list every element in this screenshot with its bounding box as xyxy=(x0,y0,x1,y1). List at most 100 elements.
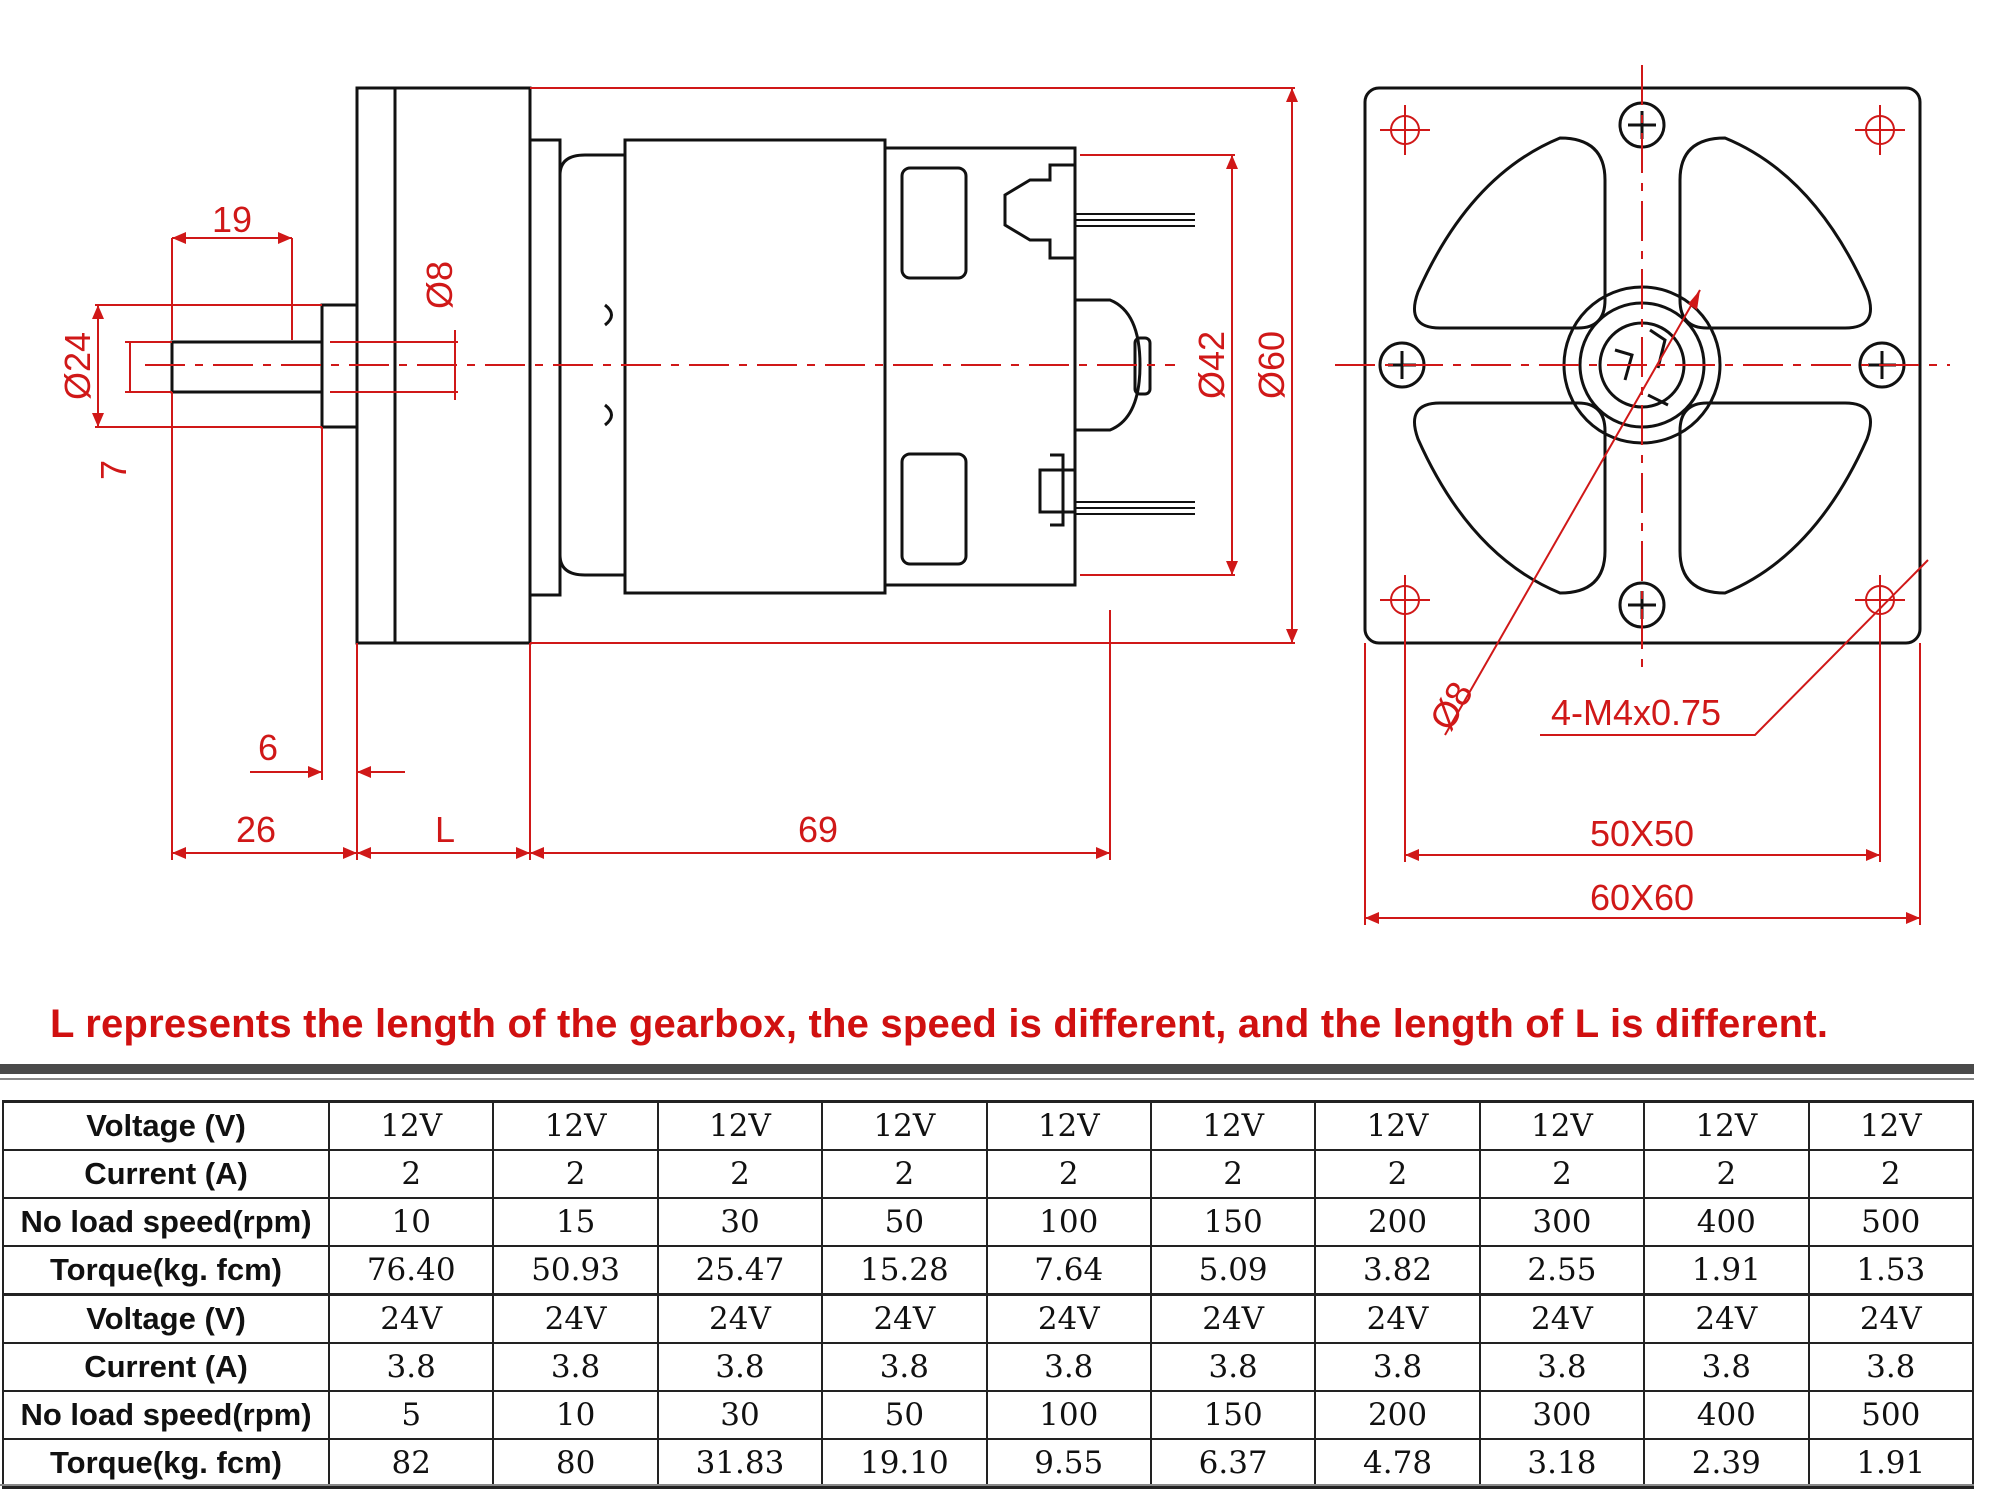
spec-cell: 5 xyxy=(327,1391,495,1440)
motor-can xyxy=(623,138,887,595)
spec-cell: 2 xyxy=(1149,1150,1317,1199)
window-top-right xyxy=(1678,136,1872,330)
spec-cell: 3.8 xyxy=(327,1343,495,1392)
spec-cell: 100 xyxy=(985,1198,1152,1247)
spec-cell: 12V xyxy=(1478,1100,1646,1151)
dim-front-length: 26 xyxy=(236,809,276,850)
spec-cell: 300 xyxy=(1478,1391,1646,1440)
end-cap-window-top xyxy=(900,166,968,280)
spec-row-label: Torque(kg. fcm) xyxy=(2,1439,330,1489)
spec-cell: 12V xyxy=(327,1100,495,1151)
rear-bearing-bump xyxy=(1075,298,1142,432)
spec-row-label: Current (A) xyxy=(2,1150,330,1199)
dim-hole-spacing: 50X50 xyxy=(1590,813,1694,854)
spec-cell: 2 xyxy=(1643,1150,1810,1199)
spec-cell: 300 xyxy=(1478,1198,1646,1247)
spec-cell: 9.55 xyxy=(985,1439,1152,1489)
spec-cell: 15 xyxy=(492,1198,659,1247)
spec-cell: 10 xyxy=(327,1198,495,1247)
spec-cell: 10 xyxy=(492,1391,659,1440)
dim-thread: 4-M4x0.75 xyxy=(1551,692,1721,733)
spec-cell: 2 xyxy=(492,1150,659,1199)
spec-cell: 50.93 xyxy=(492,1246,659,1296)
spec-cell: 24V xyxy=(492,1294,659,1344)
spec-cell: 4.78 xyxy=(1314,1439,1481,1489)
window-bottom-left xyxy=(1413,401,1607,595)
spec-cell: 25.47 xyxy=(656,1246,824,1296)
spec-cell: 3.8 xyxy=(492,1343,659,1392)
spec-cell: 150 xyxy=(1149,1391,1317,1440)
terminal-wires xyxy=(1075,213,1195,515)
mount-hole-top-right xyxy=(1855,105,1905,155)
spec-cell: 200 xyxy=(1314,1198,1481,1247)
spec-cell: 30 xyxy=(656,1391,824,1440)
spec-cell: 2 xyxy=(327,1150,495,1199)
dim-gearbox-size: Ø60 xyxy=(1251,331,1292,399)
dim-motor-length: 69 xyxy=(798,809,838,850)
spec-cell: 12V xyxy=(1643,1100,1810,1151)
can-mark-top xyxy=(604,303,613,327)
mount-hole-bottom-left xyxy=(1380,575,1430,625)
spec-cell: 19.10 xyxy=(821,1439,988,1489)
spec-cell: 1.91 xyxy=(1643,1246,1810,1296)
spec-cell: 24V xyxy=(1807,1294,1975,1344)
spec-cell: 2.55 xyxy=(1478,1246,1646,1296)
mount-hole-top-left xyxy=(1380,105,1430,155)
motor-technical-drawing: 19 Ø8 Ø24 7 Ø42 Ø60 6 26 L 69 xyxy=(57,65,1950,925)
spec-cell: 24V xyxy=(1643,1294,1810,1344)
spec-cell: 24V xyxy=(656,1294,824,1344)
window-bottom-right xyxy=(1678,401,1872,595)
side-view-arrowheads xyxy=(92,88,1298,859)
note-divider-thin xyxy=(0,1078,1974,1080)
dim-motor-diameter: Ø42 xyxy=(1191,331,1232,399)
spec-cell: 3.8 xyxy=(1643,1343,1810,1392)
spec-cell: 1.91 xyxy=(1807,1439,1975,1489)
terminal-tab-top xyxy=(1003,163,1077,260)
spec-cell: 2 xyxy=(985,1150,1152,1199)
spec-cell: 3.82 xyxy=(1314,1246,1481,1296)
spec-cell: 76.40 xyxy=(327,1246,495,1296)
can-mark-bottom xyxy=(604,403,613,427)
spec-cell: 2 xyxy=(1314,1150,1481,1199)
spec-cell: 3.18 xyxy=(1478,1439,1646,1489)
spec-row-label: Voltage (V) xyxy=(2,1294,330,1344)
spec-row-label: Current (A) xyxy=(2,1343,330,1392)
gearbox-length-note: L represents the length of the gearbox, … xyxy=(50,1002,1829,1046)
spec-row-label: No load speed(rpm) xyxy=(2,1391,330,1440)
spec-row-label: No load speed(rpm) xyxy=(2,1198,330,1247)
motor-end-cap xyxy=(883,146,1077,587)
spec-cell: 12V xyxy=(985,1100,1152,1151)
mount-hole-bottom-right xyxy=(1855,575,1905,625)
dim-hole-diameter: Ø8 xyxy=(1421,675,1481,737)
spec-cell: 400 xyxy=(1643,1391,1810,1440)
spec-cell: 2 xyxy=(1807,1150,1975,1199)
terminal-tab-bottom xyxy=(1038,468,1077,514)
side-view-dimension-lines xyxy=(95,87,1295,860)
spec-row-label: Torque(kg. fcm) xyxy=(2,1246,330,1296)
side-view xyxy=(170,86,1152,645)
spec-cell: 12V xyxy=(656,1100,824,1151)
spec-cell: 150 xyxy=(1149,1198,1317,1247)
spec-cell: 24V xyxy=(327,1294,495,1344)
spec-cell: 82 xyxy=(327,1439,495,1489)
spec-cell: 12V xyxy=(821,1100,988,1151)
spec-cell: 2.39 xyxy=(1643,1439,1810,1489)
spec-cell: 500 xyxy=(1807,1391,1975,1440)
spec-cell: 3.8 xyxy=(985,1343,1152,1392)
adapter-ring xyxy=(528,138,562,597)
spec-cell: 12V xyxy=(1807,1100,1975,1151)
spec-cell: 12V xyxy=(1149,1100,1317,1151)
spec-cell: 200 xyxy=(1314,1391,1481,1440)
spec-cell: 50 xyxy=(821,1391,988,1440)
spec-cell: 2 xyxy=(821,1150,988,1199)
spec-cell: 80 xyxy=(492,1439,659,1489)
spec-cell: 3.8 xyxy=(1478,1343,1646,1392)
spec-cell: 12V xyxy=(1314,1100,1481,1151)
front-view-arrowheads xyxy=(1365,290,1920,924)
